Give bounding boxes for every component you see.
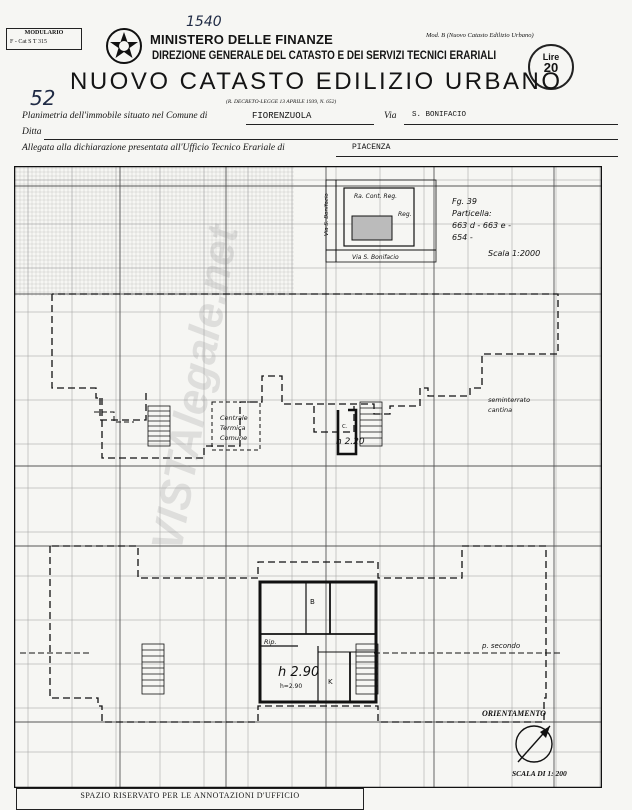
cadastral-foglio: Fg. 39 (452, 197, 477, 206)
room-k-label: K (328, 678, 333, 686)
map-label-top: Ra. Cont. Reg. (354, 193, 397, 200)
cantina-height: h 2.20 (336, 437, 365, 447)
handwritten-number-top: 1540 (186, 14, 222, 30)
cadastral-particella-label: Particella: (452, 209, 492, 218)
cadastral-particelle-2: 654 - (452, 233, 473, 242)
ufficio-underline (336, 156, 618, 157)
floor-plan-drawing: Via S. Bonifacio Ra. Cont. Reg. Reg. Via… (14, 166, 602, 788)
orientation-title: ORIENTAMENTO (482, 709, 546, 718)
seminterrato-label: seminterrato (488, 396, 530, 404)
flat-height-sub: h=2.90 (280, 683, 302, 690)
comune-underline (246, 124, 374, 125)
comune-value: FIORENZUOLA (252, 111, 312, 121)
footer-box: SPAZIO RISERVATO PER LE ANNOTAZIONI D'UF… (16, 788, 364, 810)
apartment-walls (258, 580, 378, 704)
via-value: S. BONIFACIO (412, 111, 467, 119)
second-floor-outline (49, 545, 547, 723)
main-scale-label: SCALA DI 1: 200 (512, 769, 567, 778)
basement-outline (51, 293, 559, 459)
page-title: NUOVO CATASTO EDILIZIO URBANO (70, 68, 563, 95)
map-road-left: Via S. Bonifacio (324, 193, 330, 236)
plan-frame (14, 166, 602, 788)
price-value: 20 (543, 60, 559, 75)
via-underline (404, 124, 618, 125)
republic-emblem-icon (106, 28, 142, 64)
map-label-right: Reg. (398, 211, 412, 218)
via-label: Via (384, 111, 397, 121)
plan-grid (14, 166, 602, 788)
ditta-label: Ditta (22, 127, 42, 137)
modulario-title: MODULARIO (24, 30, 64, 36)
centrale-label-2: Termica (220, 424, 246, 432)
piano-secondo-label: p. secondo (481, 642, 520, 650)
modulario-box: MODULARIO F - Cat S T 315 (6, 28, 82, 50)
location-map (325, 179, 437, 263)
ditta-underline (44, 139, 618, 140)
centrale-termica-room (211, 401, 261, 451)
room-rip-label: Rip. (264, 638, 277, 646)
cantina-code: C. (342, 424, 348, 430)
handwritten-number-side: 52 (30, 86, 56, 110)
price-label: Lire (542, 52, 560, 62)
second-floor-stairs-left (141, 643, 165, 695)
model-label: Mod. B (Nuovo Catasto Edilizio Urbano) (426, 32, 534, 39)
ufficio-value: PIACENZA (352, 143, 391, 152)
ministry-name: MINISTERO DELLE FINANZE (150, 32, 333, 47)
modulario-code: F - Cat S T 315 (10, 39, 47, 45)
cadastral-scale-small: Scala 1:2000 (488, 249, 540, 258)
flat-height-label: h 2.90 (278, 665, 319, 680)
planimetria-label: Planimetria dell'immobile situato nel Co… (22, 111, 208, 121)
stamp-price-circle: Lire 20 (528, 44, 574, 90)
decree-reference: (R. DECRETO-LEGGE 13 APRILE 1939, N. 652… (226, 99, 337, 105)
compass-icon (515, 725, 553, 763)
cantina-room (336, 408, 358, 456)
footer-reserved-label: SPAZIO RISERVATO PER LE ANNOTAZIONI D'UF… (80, 791, 300, 800)
cadastral-particelle: 663 d - 663 e - (452, 221, 511, 230)
basement-stairs-right (359, 401, 383, 447)
cantina-label: cantina (488, 406, 512, 414)
room-b-label: B (310, 598, 315, 606)
centrale-label-3: Comune (220, 434, 247, 442)
basement-stairs-left (147, 405, 171, 447)
directorate-name: DIREZIONE GENERALE DEL CATASTO E DEI SER… (152, 50, 497, 62)
second-floor-stairs-right (355, 643, 379, 695)
map-road-bottom: Via S. Bonifacio (352, 254, 399, 261)
centrale-label-1: Centrale (220, 414, 248, 422)
allegata-label: Allegata alla dichiarazione presentata a… (22, 143, 285, 153)
